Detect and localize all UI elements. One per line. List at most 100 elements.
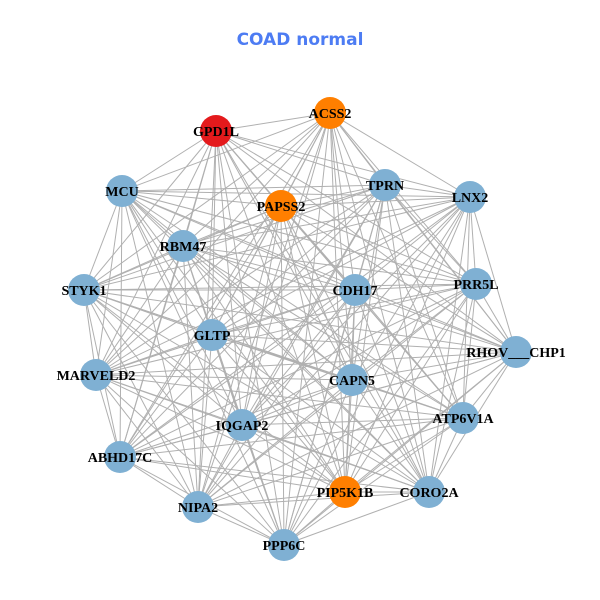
edge-CORO2A-PPP6C	[283, 491, 430, 546]
edge-MCU-IQGAP2	[121, 190, 243, 426]
node-abhd17c[interactable]: ABHD17C	[88, 441, 153, 473]
node-gltp[interactable]: GLTP	[194, 319, 231, 351]
edge-GLTP-RHOV___CHP1	[211, 334, 517, 353]
node-lnx2[interactable]: LNX2	[452, 181, 489, 213]
edge-CDH17-PPP6C	[283, 289, 356, 546]
node-circle[interactable]	[80, 359, 112, 391]
edge-STYK1-CORO2A	[83, 289, 430, 493]
edge-STYK1-IQGAP2	[83, 289, 243, 426]
node-label: CORO2A	[399, 486, 459, 501]
edge-PRR5L-ATP6V1A	[462, 283, 477, 419]
node-label: IQGAP2	[216, 419, 269, 434]
node-label: MCU	[105, 185, 138, 200]
edge-CDH17-NIPA2	[197, 289, 356, 508]
edge-IQGAP2-ABHD17C	[119, 424, 243, 458]
edge-MCU-GLTP	[121, 190, 213, 336]
edge-RBM47-PIP5K1B	[182, 245, 346, 493]
node-mcu[interactable]: MCU	[105, 175, 139, 207]
node-circle[interactable]	[329, 476, 361, 508]
node-acss2[interactable]: ACSS2	[309, 97, 352, 129]
node-circle[interactable]	[106, 175, 138, 207]
edge-ATP6V1A-ABHD17C	[119, 417, 464, 458]
node-label: ACSS2	[309, 107, 352, 122]
edge-CAPN5-PPP6C	[283, 379, 353, 546]
edge-PRR5L-NIPA2	[197, 283, 477, 508]
edge-PRR5L-PIP5K1B	[344, 283, 477, 493]
node-circle[interactable]	[369, 169, 401, 201]
node-circle[interactable]	[413, 476, 445, 508]
edge-RBM47-CDH17	[182, 245, 356, 291]
node-label: TPRN	[366, 179, 404, 194]
node-atp6v1a[interactable]: ATP6V1A	[432, 402, 494, 434]
node-circle[interactable]	[336, 364, 368, 396]
node-nipa2[interactable]: NIPA2	[178, 491, 218, 523]
edge-ATP6V1A-NIPA2	[197, 417, 464, 508]
edge-PAPSS2-RHOV___CHP1	[280, 205, 517, 353]
edge-GPD1L-LNX2	[215, 130, 471, 198]
edge-MARVELD2-ATP6V1A	[95, 374, 464, 419]
node-circle[interactable]	[182, 491, 214, 523]
edge-ACSS2-MCU	[121, 112, 331, 192]
node-circle[interactable]	[104, 441, 136, 473]
node-circle[interactable]	[460, 268, 492, 300]
edge-TPRN-CORO2A	[384, 184, 430, 493]
node-gpd1l[interactable]: GPD1L	[193, 115, 239, 147]
edge-CAPN5-CORO2A	[351, 379, 430, 493]
edge-ACSS2-STYK1	[83, 112, 331, 291]
edge-GPD1L-CORO2A	[215, 130, 430, 493]
node-circle[interactable]	[454, 181, 486, 213]
node-pip5k1b[interactable]: PIP5K1B	[317, 476, 374, 508]
edge-ABHD17C-PIP5K1B	[119, 456, 346, 493]
edge-CAPN5-ATP6V1A	[351, 379, 464, 419]
node-label: PPP6C	[263, 539, 306, 554]
edge-RBM47-CORO2A	[182, 245, 430, 493]
edge-PIP5K1B-NIPA2	[197, 491, 346, 508]
edge-PAPSS2-NIPA2	[197, 205, 282, 508]
edge-RBM47-STYK1	[83, 245, 184, 291]
edge-LNX2-IQGAP2	[241, 196, 471, 426]
edge-GPD1L-IQGAP2	[215, 130, 243, 426]
node-label: ABHD17C	[88, 451, 153, 466]
edge-TPRN-PAPSS2	[280, 184, 386, 207]
node-label: GPD1L	[193, 125, 239, 140]
edge-LNX2-CAPN5	[351, 196, 471, 381]
node-iqgap2[interactable]: IQGAP2	[216, 409, 269, 441]
node-rhov___chp1[interactable]: RHOV___CHP1	[466, 336, 566, 368]
node-label: ATP6V1A	[432, 412, 494, 427]
node-circle[interactable]	[500, 336, 532, 368]
node-marveld2[interactable]: MARVELD2	[57, 359, 136, 391]
edge-PRR5L-ABHD17C	[119, 283, 477, 458]
node-papss2[interactable]: PAPSS2	[257, 190, 306, 222]
node-ppp6c[interactable]: PPP6C	[263, 529, 306, 561]
node-prr5l[interactable]: PRR5L	[453, 268, 499, 300]
node-styk1[interactable]: STYK1	[61, 274, 107, 306]
node-circle[interactable]	[167, 230, 199, 262]
edge-RBM47-ABHD17C	[119, 245, 184, 458]
node-rbm47[interactable]: RBM47	[160, 230, 207, 262]
node-circle[interactable]	[68, 274, 100, 306]
node-label: LNX2	[452, 191, 489, 206]
edge-ACSS2-ABHD17C	[119, 112, 331, 458]
node-circle[interactable]	[265, 190, 297, 222]
node-circle[interactable]	[339, 274, 371, 306]
node-circle[interactable]	[226, 409, 258, 441]
edge-MCU-ABHD17C	[119, 190, 123, 458]
edge-MARVELD2-NIPA2	[95, 374, 199, 508]
edge-CDH17-CORO2A	[354, 289, 430, 493]
edge-ACSS2-PPP6C	[283, 112, 331, 546]
node-circle[interactable]	[196, 319, 228, 351]
edge-STYK1-NIPA2	[83, 289, 199, 508]
node-circle[interactable]	[268, 529, 300, 561]
node-capn5[interactable]: CAPN5	[329, 364, 375, 396]
edge-PRR5L-MARVELD2	[95, 283, 477, 376]
node-circle[interactable]	[314, 97, 346, 129]
node-tprn[interactable]: TPRN	[366, 169, 404, 201]
edge-PRR5L-PPP6C	[283, 283, 477, 546]
node-coro2a[interactable]: CORO2A	[399, 476, 459, 508]
edge-CAPN5-IQGAP2	[241, 379, 353, 426]
node-label: PIP5K1B	[317, 486, 374, 501]
node-circle[interactable]	[200, 115, 232, 147]
node-circle[interactable]	[447, 402, 479, 434]
node-cdh17[interactable]: CDH17	[332, 274, 378, 306]
